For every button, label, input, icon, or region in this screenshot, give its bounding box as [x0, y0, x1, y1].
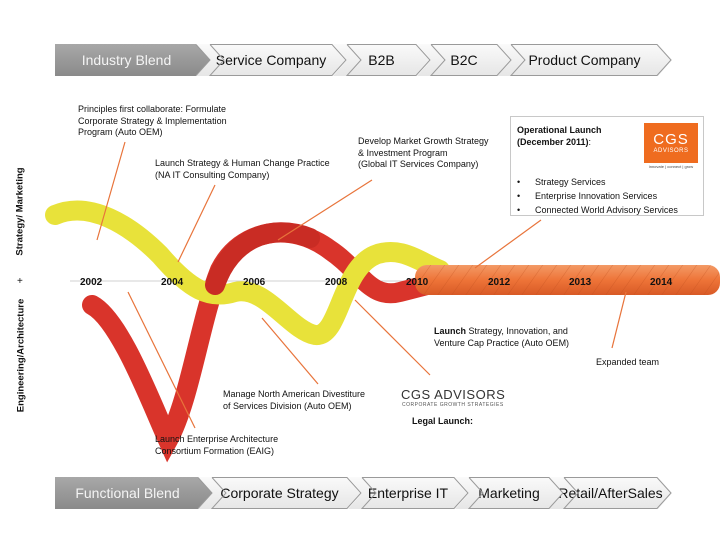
chevron-label: Service Company — [215, 52, 327, 68]
corporate-strategy-chevron: Corporate Strategy — [198, 477, 361, 509]
retail-aftersales-chevron: Retail/AfterSales — [549, 477, 672, 509]
chevron-label: B2B — [368, 52, 395, 68]
legal-launch-label: Legal Launch: — [412, 416, 474, 426]
year-label: 2010 — [406, 277, 429, 288]
year-label: 2002 — [80, 277, 103, 288]
logo-tagline: innovate | connect | grow — [648, 164, 694, 169]
industry-blend-band: Industry Blend Service Company B2B B2C P… — [55, 44, 672, 76]
launch-venture-bold: Launch — [434, 326, 467, 336]
service-item: Connected World Advisory Services — [517, 203, 678, 217]
cgs-advisors-logo: CGS ADVISORS — [644, 123, 698, 163]
chevron-label: Product Company — [528, 52, 641, 68]
launch-venture-rest: Strategy, Innovation, and Venture Cap Pr… — [434, 326, 570, 348]
year-label: 2014 — [650, 277, 673, 288]
operational-launch-title: Operational Launch (December 2011): — [517, 125, 602, 148]
logo-main-text: CGS — [653, 130, 689, 148]
b2c-chevron: B2C — [417, 44, 511, 76]
annotation-leader-lines — [96, 141, 627, 429]
service-item: Strategy Services — [517, 175, 678, 189]
industry-band-outline — [195, 44, 672, 76]
cgs-advisors-wordmark: CGS ADVISORS — [401, 387, 506, 402]
axis-cross-symbol: + — [17, 276, 23, 287]
functional-band-outline — [197, 477, 672, 509]
launch-venture-annotation: Launch Strategy, Innovation, and Venture… — [434, 326, 569, 349]
launch-enterprise-annotation: Launch Enterprise Architecture Consortiu… — [155, 434, 279, 456]
service-company-chevron: Service Company — [196, 44, 346, 76]
year-label: 2012 — [488, 277, 511, 288]
cgs-advisors-tagline: CORPORATE GROWTH STRATEGIES — [402, 402, 504, 408]
launch-strategy-annotation: Launch Strategy & Human Change Practice … — [155, 158, 330, 180]
year-label: 2006 — [243, 277, 266, 288]
year-label: 2008 — [325, 277, 348, 288]
expanded-team-annotation: Expanded team — [596, 357, 660, 367]
operational-launch-title-colon: : — [588, 136, 592, 147]
chevron-label: Functional Blend — [75, 485, 180, 501]
chevron-label: B2C — [450, 52, 478, 68]
b2b-chevron: B2B — [333, 44, 430, 76]
develop-market-annotation: Develop Market Growth Strategy & Investm… — [358, 136, 489, 169]
enterprise-it-chevron: Enterprise IT — [348, 477, 468, 509]
year-label: 2013 — [569, 277, 592, 288]
chevron-label: Enterprise IT — [367, 485, 449, 501]
yellow-strand — [45, 200, 450, 345]
rope-twist-texture — [415, 265, 720, 295]
functional-blend-band: Functional Blend Corporate Strategy Ente… — [55, 477, 672, 509]
operational-launch-box: Operational Launch (December 2011): Stra… — [510, 116, 704, 216]
industry-blend-chevron: Industry Blend — [55, 44, 210, 76]
red-strand-overlap — [205, 222, 320, 295]
chevron-label: Corporate Strategy — [220, 485, 339, 501]
services-list: Strategy Services Enterprise Innovation … — [517, 175, 678, 217]
year-label: 2004 — [161, 277, 184, 288]
product-company-chevron: Product Company — [497, 44, 672, 76]
chevron-label: Industry Blend — [81, 52, 172, 68]
chevron-label: Marketing — [478, 485, 540, 501]
service-item: Enterprise Innovation Services — [517, 189, 678, 203]
operational-launch-title-text: Operational Launch (December 2011) — [517, 125, 602, 147]
manage-divestiture-annotation: Manage North American Divestiture of Ser… — [223, 389, 366, 411]
principles-annotation: Principles first collaborate: Formulate … — [78, 104, 227, 137]
chevron-label: Retail/AfterSales — [558, 485, 663, 501]
logo-sub-text: ADVISORS — [653, 147, 689, 154]
functional-blend-chevron: Functional Blend — [55, 477, 212, 509]
